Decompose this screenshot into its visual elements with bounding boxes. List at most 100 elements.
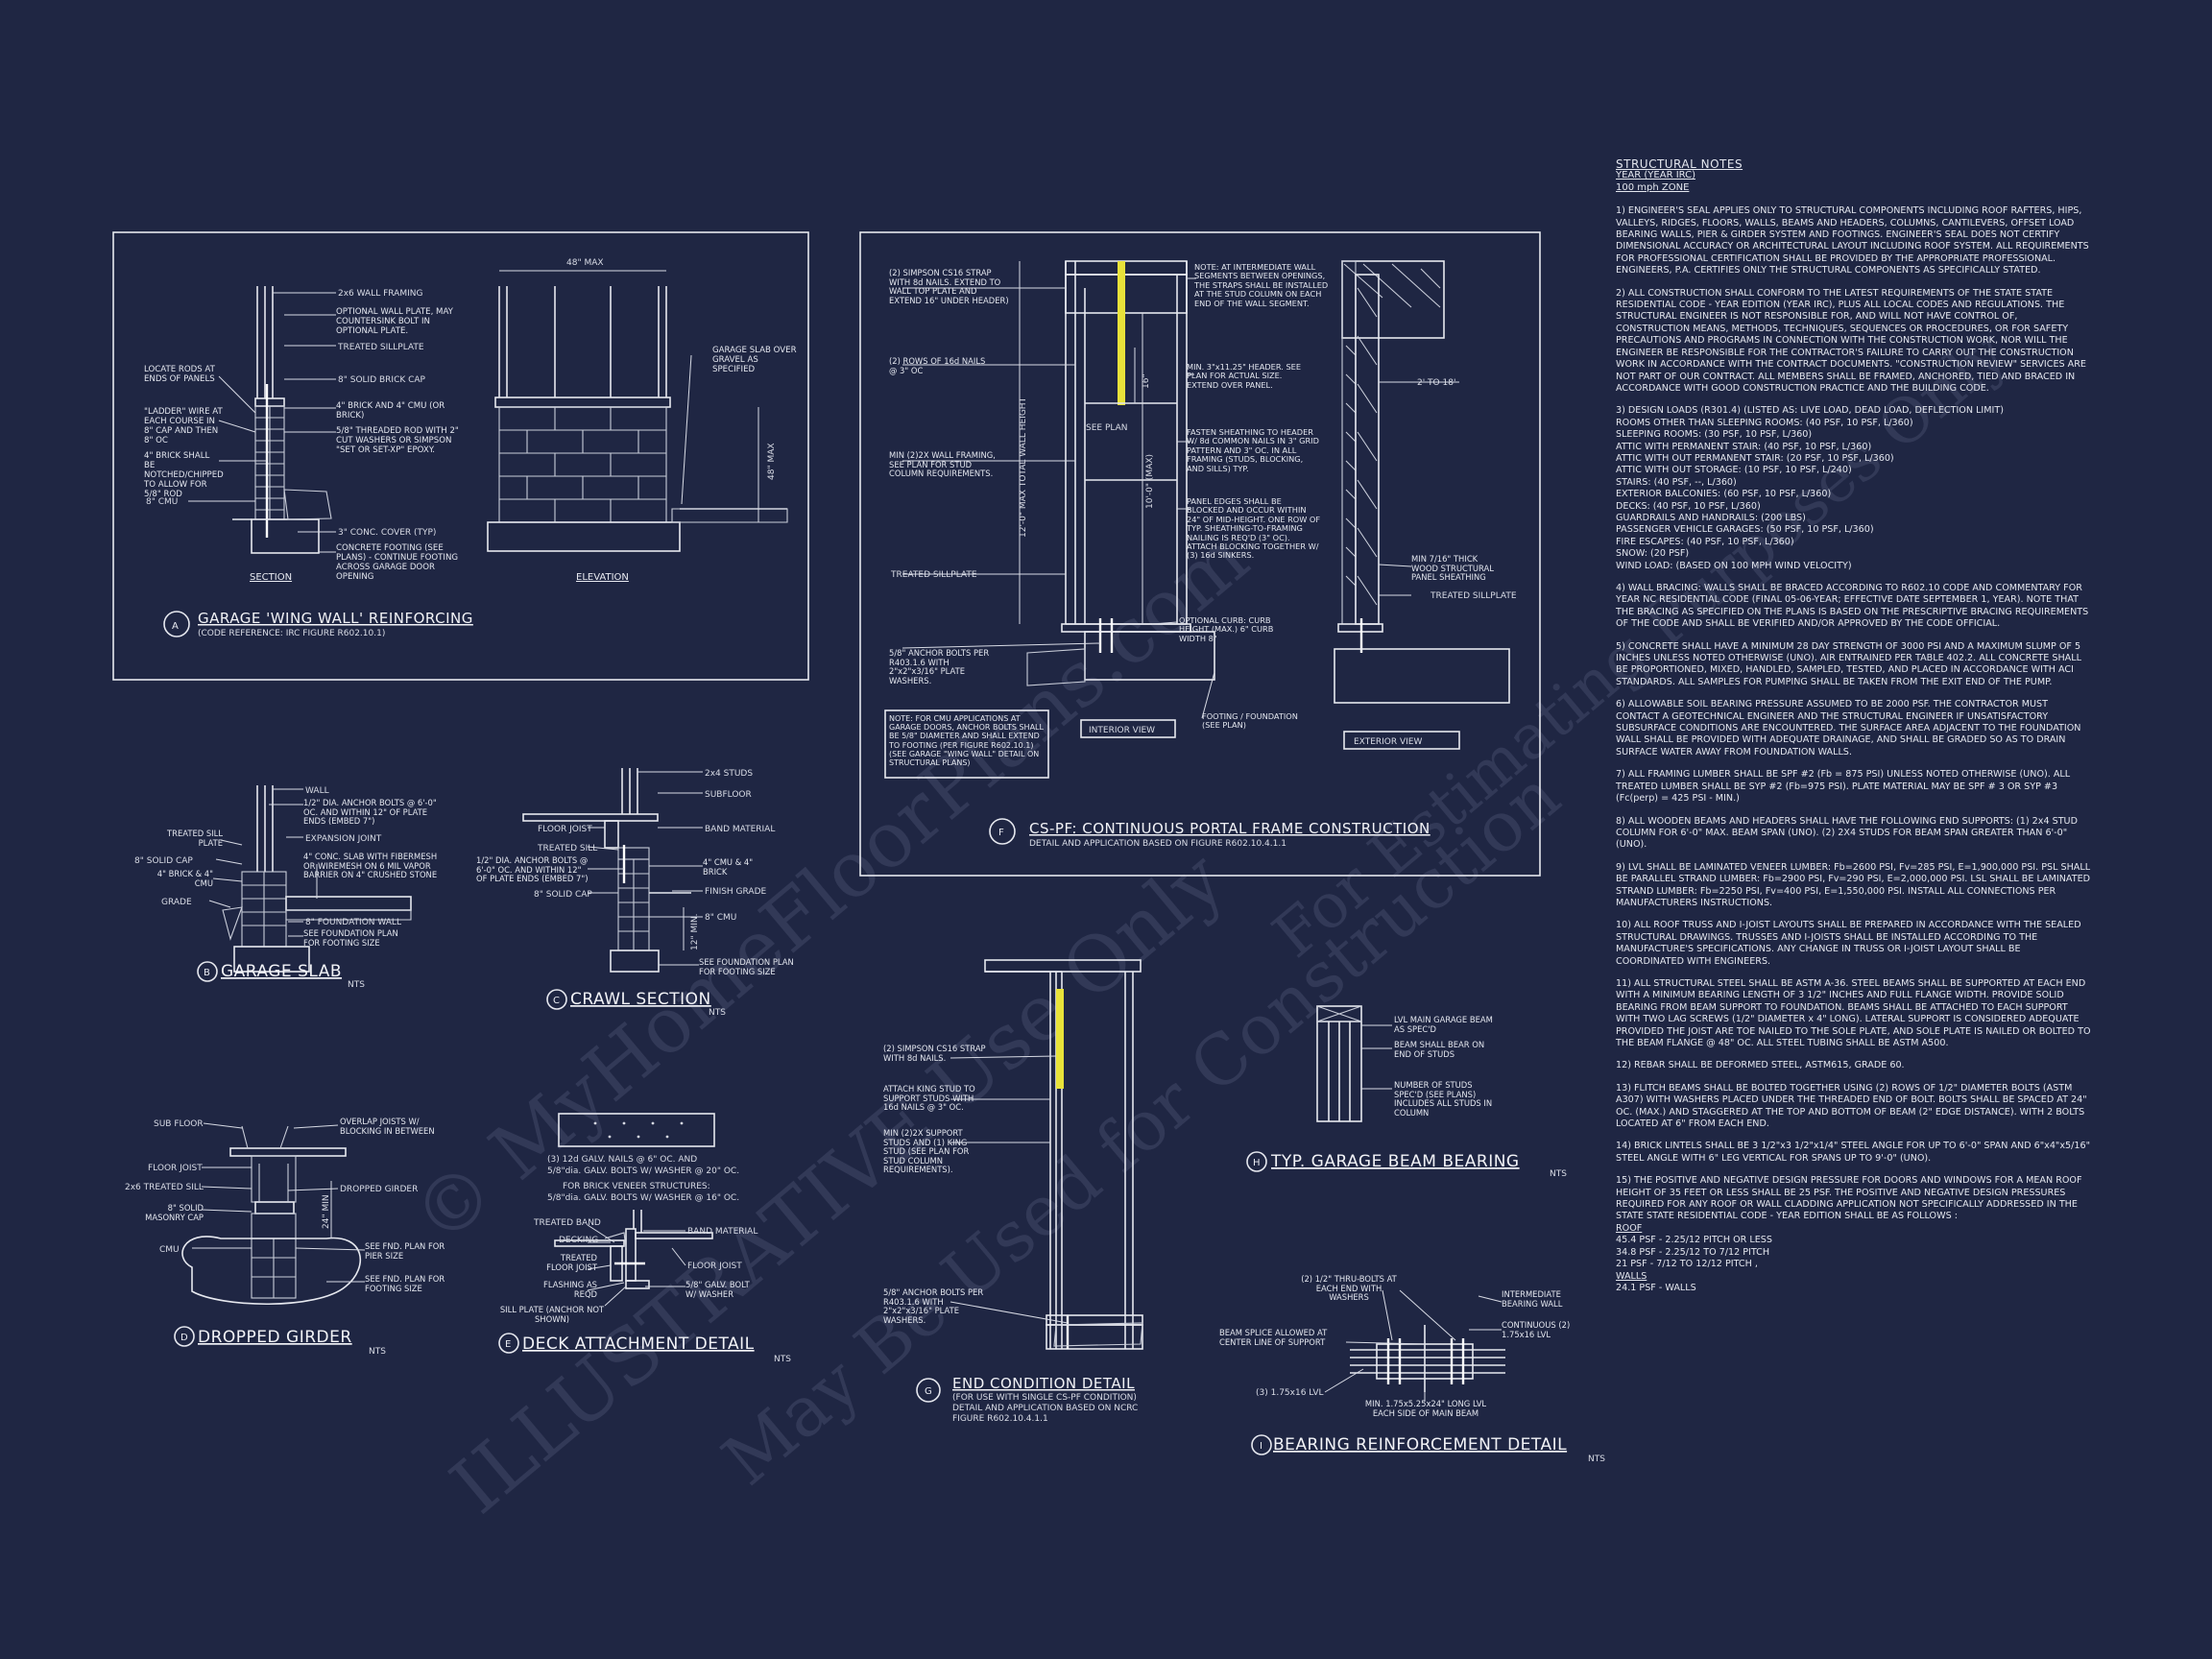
notes-walls-item: 24.1 PSF - WALLS [1616, 1282, 1696, 1293]
detail-i-marker: I [1260, 1441, 1262, 1452]
detail-f-label-l2: (2) ROWS OF 16d NAILS @ 3" OC [889, 356, 986, 375]
detail-f-dim-max: 10'-0" (MAX) [1145, 454, 1155, 509]
notes-loads-list: ROOMS OTHER THAN SLEEPING ROOMS: (40 PSF… [1616, 418, 2091, 572]
detail-c-crawl-section: 2x4 STUDS SUBFLOOR BAND MATERIAL FLOOR J… [476, 768, 794, 1018]
detail-b-label-fwall: 8" FOUNDATION WALL [305, 918, 401, 927]
detail-a-note-l2: "LADDER" WIRE AT EACH COURSE IN 8" CAP A… [144, 407, 223, 445]
detail-c-label-sill: TREATED SILL [537, 844, 597, 854]
detail-e-label-bandmat: BAND MATERIAL [687, 1227, 757, 1237]
detail-b-label-bolts: 1/2" DIA. ANCHOR BOLTS @ 6'-0" OC. AND W… [303, 798, 437, 827]
notes-para-15: 15) THE POSITIVE AND NEGATIVE DESIGN PRE… [1616, 1175, 2082, 1222]
detail-d-marker-circle [174, 1326, 195, 1347]
detail-e-note-4: 5/8"dia. GALV. BOLTS W/ WASHER @ 16" OC. [547, 1193, 739, 1203]
detail-f-dim-16: 16" [1142, 373, 1151, 389]
detail-f-dim-total: 12'-0" MAX TOTAL WALL HEIGHT [1019, 397, 1028, 538]
notes-load-item: EXTERIOR BALCONIES: (60 PSF, 10 PSF, L/3… [1616, 489, 1832, 500]
detail-f-label-m5: OPTIONAL CURB: CURB HEIGHT (MAX.) 6" CUR… [1179, 615, 1274, 643]
notes-load-item: ROOMS OTHER THAN SLEEPING ROOMS: (40 PSF… [1616, 417, 1913, 428]
detail-d-label-cmu: CMU [159, 1245, 180, 1255]
detail-h-label-3: NUMBER OF STUDS SPEC'D (SEE PLANS) INCLU… [1394, 1080, 1493, 1118]
detail-b-label-footing: SEE FOUNDATION PLAN FOR FOOTING SIZE [303, 928, 398, 948]
detail-h-marker: H [1253, 1158, 1261, 1168]
detail-c-label-footing: SEE FOUNDATION PLAN FOR FOOTING SIZE [699, 957, 794, 976]
detail-i-bearing-reinforcement: (2) 1/2" THRU-BOLTS AT EACH END WITH WAS… [1219, 1274, 1605, 1464]
detail-c-label-band: BAND MATERIAL [705, 825, 775, 834]
detail-g-label-4: 5/8" ANCHOR BOLTS PER R403.1.6 WITH 2"x2… [883, 1287, 984, 1325]
detail-e-label-bolt: 5/8" GALV. BOLT W/ WASHER [685, 1280, 750, 1299]
detail-d-label-subfloor: SUB FLOOR [154, 1119, 204, 1129]
notes-para-11: 11) ALL STRUCTURAL STEEL SHALL BE ASTM A… [1616, 977, 2091, 1048]
detail-a-subtitle: (CODE REFERENCE: IRC FIGURE R602.10.1) [198, 629, 385, 638]
detail-a-note-r3: TREATED SILLPLATE [337, 343, 424, 352]
detail-i-label-min: MIN. 1.75x5.25x24" LONG LVL EACH SIDE OF… [1364, 1399, 1487, 1418]
detail-d-label-joist: FLOOR JOIST [148, 1164, 203, 1173]
detail-e-label-sill: SILL PLATE (ANCHOR NOT SHOWN) [499, 1305, 605, 1324]
notes-load-item: ATTIC WITH PERMANENT STAIR: (40 PSF, 10 … [1616, 441, 1872, 452]
detail-a-note-r8: CONCRETE FOOTING (SEE PLANS) - CONTINUE … [336, 543, 459, 582]
detail-e-marker: E [505, 1339, 511, 1350]
detail-b-label-slab: 4" CONC. SLAB WITH FIBERMESH OR WIREMESH… [303, 852, 438, 880]
detail-e-nts: NTS [774, 1355, 791, 1364]
detail-a-note-l1: LOCATE RODS AT ENDS OF PANELS [144, 365, 215, 384]
detail-a-note-r1: 2x6 WALL FRAMING [338, 289, 422, 299]
notes-para-6: 6) ALLOWABLE SOIL BEARING PRESSURE ASSUM… [1616, 699, 2081, 757]
detail-b-label-grade: GRADE [161, 898, 192, 907]
detail-g-marker: G [925, 1386, 932, 1397]
detail-e-label-joist: TREATED FLOOR JOIST [546, 1253, 597, 1272]
notes-roof-label: ROOF [1616, 1222, 1643, 1234]
detail-a-dim-side: 48" MAX [767, 443, 777, 480]
detail-d-label-girder: DROPPED GIRDER [340, 1185, 418, 1194]
notes-para-1: 1) ENGINEER'S SEAL APPLIES ONLY TO STRUC… [1616, 205, 2089, 276]
detail-a-note-r6: 5/8" THREADED ROD WITH 2" CUT WASHERS OR… [336, 426, 459, 455]
detail-c-label-grade: FINISH GRADE [705, 887, 767, 897]
detail-c-label-bolts: 1/2" DIA. ANCHOR BOLTS @ 6'-0" OC. AND W… [476, 855, 589, 884]
detail-a-title: GARAGE 'WING WALL' REINFORCING [198, 610, 473, 627]
detail-g-subtitle-2: DETAIL AND APPLICATION BASED ON NCRC [952, 1404, 1138, 1413]
detail-e-note-1: (3) 12d GALV. NAILS @ 6" OC. AND [547, 1155, 697, 1165]
structural-notes: STRUCTURAL NOTES YEAR (YEAR IRC) 100 mph… [1616, 158, 2091, 1294]
notes-load-item: ATTIC WITH OUT STORAGE: (10 PSF, 10 PSF,… [1616, 465, 1852, 476]
detail-g-marker-circle [916, 1378, 941, 1403]
detail-g-label-2: ATTACH KING STUD TO SUPPORT STUDS WITH 1… [883, 1084, 975, 1113]
detail-f-label-m2: MIN. 3"x11.25" HEADER. SEE PLAN FOR ACTU… [1187, 362, 1301, 390]
detail-g-label-3: MIN (2)2X SUPPORT STUDS AND (1) KING STU… [883, 1128, 970, 1175]
detail-a-note-r7: 3" CONC. COVER (TYP) [338, 528, 436, 538]
notes-load-item: GUARDRAILS AND HANDRAILS: (200 LBS) [1616, 512, 1806, 523]
detail-f-label-r2: MIN 7/16" THICK WOOD STRUCTURAL PANEL SH… [1411, 554, 1494, 583]
detail-a-note-slab: GARAGE SLAB OVER GRAVEL AS SPECIFIED [712, 346, 797, 374]
detail-a-section-label: SECTION [250, 572, 292, 583]
notes-para-8: 8) ALL WOODEN BEAMS AND HEADERS SHALL HA… [1616, 815, 2078, 851]
detail-d-title: DROPPED GIRDER [198, 1328, 352, 1347]
detail-i-label-splice: BEAM SPLICE ALLOWED AT CENTER LINE OF SU… [1219, 1328, 1328, 1347]
notes-walls-label: WALLS [1616, 1270, 1647, 1282]
detail-c-nts: NTS [709, 1008, 726, 1018]
detail-d-label-overlap: OVERLAP JOISTS W/ BLOCKING IN BETWEEN [340, 1117, 435, 1136]
detail-c-marker-circle [546, 989, 567, 1010]
detail-g-end-condition: (2) SIMPSON CS16 STRAP WITH 8d NAILS. AT… [883, 959, 1143, 1424]
detail-g-subtitle-3: FIGURE R602.10.4.1.1 [952, 1414, 1048, 1424]
notes-para-4: 4) WALL BRACING: WALLS SHALL BE BRACED A… [1616, 583, 2089, 630]
detail-c-title: CRAWL SECTION [570, 990, 711, 1009]
detail-f-label-m4: PANEL EDGES SHALL BE BLOCKED AND OCCUR W… [1187, 496, 1321, 561]
detail-d-dim-min: 24" MIN [322, 1194, 331, 1229]
detail-a-dim-top: 48" MAX [566, 258, 604, 268]
detail-i-label-continuous: CONTINUOUS (2) 1.75x16 LVL [1502, 1320, 1571, 1339]
detail-e-marker-circle [498, 1333, 519, 1354]
detail-c-label-brick: 4" CMU & 4" BRICK [703, 857, 754, 877]
detail-a-elevation-label: ELEVATION [576, 572, 629, 583]
detail-b-nts: NTS [348, 980, 365, 990]
detail-a-wing-wall: SECTION 48" MAX 48" MAX ELEVATION [112, 231, 809, 681]
detail-i-label-bolts: (2) 1/2" THRU-BOLTS AT EACH END WITH WAS… [1301, 1274, 1397, 1303]
detail-d-dropped-girder: 24" MIN SUB FLOOR OVERLAP JOISTS W/ BLOC… [125, 1117, 445, 1357]
notes-load-item: SLEEPING ROOMS: (30 PSF, 10 PSF, L/360) [1616, 429, 1813, 441]
detail-b-label-wall: WALL [305, 786, 329, 796]
detail-f-subtitle: DETAIL AND APPLICATION BASED ON FIGURE R… [1029, 839, 1286, 849]
notes-zone: 100 mph ZONE [1616, 181, 1690, 193]
detail-f-label-m3: FASTEN SHEATHING TO HEADER W/ 8d COMMON … [1187, 427, 1319, 473]
detail-f-dim-see: SEE PLAN [1086, 423, 1127, 433]
detail-a-marker: A [172, 621, 179, 632]
notes-roof-item: 34.8 PSF - 2.25/12 TO 7/12 PITCH [1616, 1246, 1770, 1258]
notes-load-item: SNOW: (20 PSF) [1616, 548, 1690, 560]
detail-e-title: DECK ATTACHMENT DETAIL [522, 1334, 755, 1354]
